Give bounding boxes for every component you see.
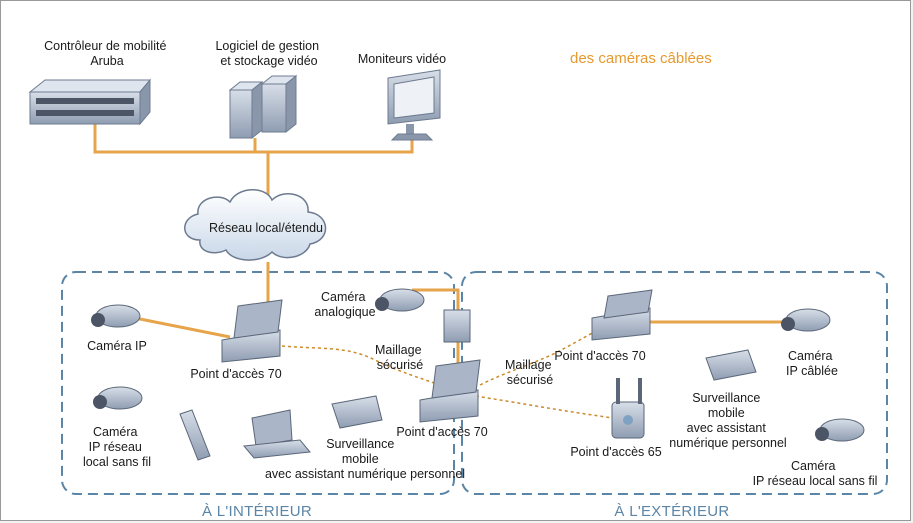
monitors-label: Moniteurs vidéo bbox=[358, 52, 446, 66]
header-title: des caméras câblées bbox=[570, 50, 712, 67]
network-cloud-icon bbox=[184, 189, 327, 261]
inside-zone-label: À L'INTÉRIEUR bbox=[202, 503, 312, 520]
ip-camera-icon bbox=[91, 304, 141, 328]
storage-servers-icon bbox=[228, 74, 298, 140]
pda-right-label: Surveillance mobile avec assistant numér… bbox=[669, 391, 786, 450]
wireless-cam-right-label: Caméra IP réseau local sans fil bbox=[753, 459, 878, 488]
wired-cam-label: Caméra IP câblée bbox=[786, 349, 838, 378]
ap70-right-label: Point d'accès 70 bbox=[554, 349, 645, 363]
outside-zone-border bbox=[461, 271, 888, 495]
laptop-icon bbox=[243, 409, 311, 459]
mesh-right-label: Maillage sécurisé bbox=[505, 358, 555, 387]
wireless-camera-right-icon bbox=[815, 418, 865, 442]
encoder-icon bbox=[443, 309, 471, 343]
access-point-70-left-icon bbox=[221, 299, 283, 363]
cloud-label: Réseau local/étendu bbox=[209, 221, 323, 235]
outside-zone-label: À L'EXTÉRIEUR bbox=[614, 503, 729, 520]
storage-label: Logiciel de gestion et stockage vidéo bbox=[215, 39, 322, 68]
wireless-camera-left-icon bbox=[93, 386, 143, 410]
ap70-left-label: Point d'accès 70 bbox=[190, 367, 281, 381]
mobile-phone-icon bbox=[179, 409, 211, 461]
access-point-70-right-icon bbox=[591, 289, 653, 341]
pda-right-icon bbox=[705, 349, 757, 381]
pda-left-label: Surveillance mobile avec assistant numér… bbox=[265, 437, 465, 481]
wireless-links bbox=[269, 329, 613, 419]
analog-camera-icon bbox=[375, 288, 425, 312]
mesh-left-label: Maillage sécurisé bbox=[375, 343, 425, 372]
ap65-label: Point d'accès 65 bbox=[570, 445, 661, 459]
access-point-70-center-icon bbox=[419, 359, 481, 423]
wireless-cam-left-label: Caméra IP réseau local sans fil bbox=[83, 425, 151, 469]
mobility-controller-icon bbox=[28, 78, 152, 126]
controller-label: Contrôleur de mobilité Aruba bbox=[44, 39, 170, 68]
access-point-65-icon bbox=[611, 378, 645, 439]
video-monitor-icon bbox=[387, 69, 441, 141]
ip-camera-label: Caméra IP bbox=[87, 339, 147, 353]
analog-camera-label: Caméra analogique bbox=[314, 290, 375, 319]
pda-left-icon bbox=[331, 395, 383, 429]
ap70-center-label: Point d'accès 70 bbox=[396, 425, 487, 439]
wired-camera-icon bbox=[781, 308, 831, 332]
